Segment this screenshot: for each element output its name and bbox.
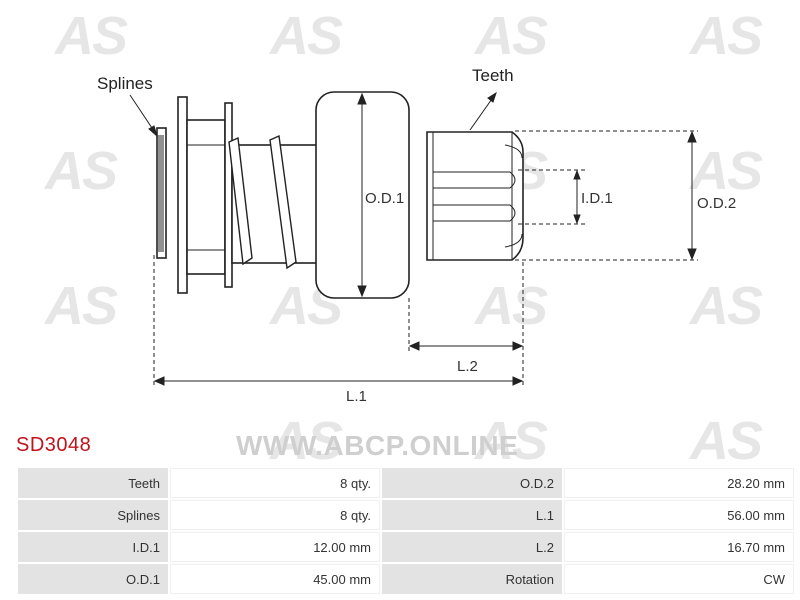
- od1-label: O.D.1: [365, 190, 404, 207]
- spec-label: L.2: [382, 532, 562, 562]
- starter-drive-drawing: O.D.1 I.D.1 O.D.2 L.2 L.1: [97, 66, 736, 405]
- id1-label: I.D.1: [581, 190, 613, 207]
- arrowhead: [573, 169, 581, 180]
- spec-label: O.D.2: [382, 468, 562, 498]
- spec-value: 28.20 mm: [564, 468, 794, 498]
- flange-plate: [224, 102, 233, 288]
- website-watermark: WWW.ABCP.ONLINE: [236, 430, 519, 461]
- tooth-line: [433, 204, 516, 222]
- spec-value: 16.70 mm: [564, 532, 794, 562]
- arrowhead: [687, 248, 697, 261]
- teeth-leader-line: [469, 95, 495, 131]
- table-row: I.D.1 12.00 mm L.2 16.70 mm: [18, 532, 794, 562]
- spec-value: 56.00 mm: [564, 500, 794, 530]
- spec-label: Teeth: [18, 468, 168, 498]
- spring-coil: [269, 134, 297, 270]
- arrowhead: [153, 376, 165, 386]
- arrowhead: [573, 214, 581, 225]
- arrowhead: [408, 341, 420, 351]
- l1-label: L.1: [346, 388, 367, 405]
- spring-coil: [228, 136, 253, 266]
- arrowhead: [148, 125, 158, 138]
- spec-value: 45.00 mm: [170, 564, 380, 594]
- teeth-callout: Teeth: [472, 66, 514, 85]
- tooth-line: [433, 171, 516, 189]
- spec-label: I.D.1: [18, 532, 168, 562]
- table-row: Teeth 8 qty. O.D.2 28.20 mm: [18, 468, 794, 498]
- clutch-body: [186, 119, 226, 275]
- arrowhead: [487, 91, 497, 103]
- spec-label: O.D.1: [18, 564, 168, 594]
- spec-value: 12.00 mm: [170, 532, 380, 562]
- table-row: Splines 8 qty. L.1 56.00 mm: [18, 500, 794, 530]
- arrowhead: [687, 130, 697, 143]
- table-row: O.D.1 45.00 mm Rotation CW: [18, 564, 794, 594]
- spec-label: Rotation: [382, 564, 562, 594]
- l2-label: L.2: [457, 358, 478, 375]
- arrowhead: [512, 341, 524, 351]
- arrowhead: [357, 285, 367, 298]
- spec-value: 8 qty.: [170, 500, 380, 530]
- part-code: SD3048: [16, 434, 92, 456]
- tooth-line: [504, 233, 523, 248]
- pinion-teeth: [426, 131, 524, 261]
- spec-label: L.1: [382, 500, 562, 530]
- splines-callout: Splines: [97, 74, 153, 93]
- spec-label: Splines: [18, 500, 168, 530]
- spec-value: 8 qty.: [170, 468, 380, 498]
- tooth-line: [504, 144, 523, 159]
- od2-label: O.D.2: [697, 195, 736, 212]
- spec-table: Teeth 8 qty. O.D.2 28.20 mm Splines 8 qt…: [16, 466, 796, 596]
- spec-value: CW: [564, 564, 794, 594]
- arrowhead: [512, 376, 524, 386]
- arrowhead: [357, 92, 367, 105]
- flange-plate: [177, 96, 188, 294]
